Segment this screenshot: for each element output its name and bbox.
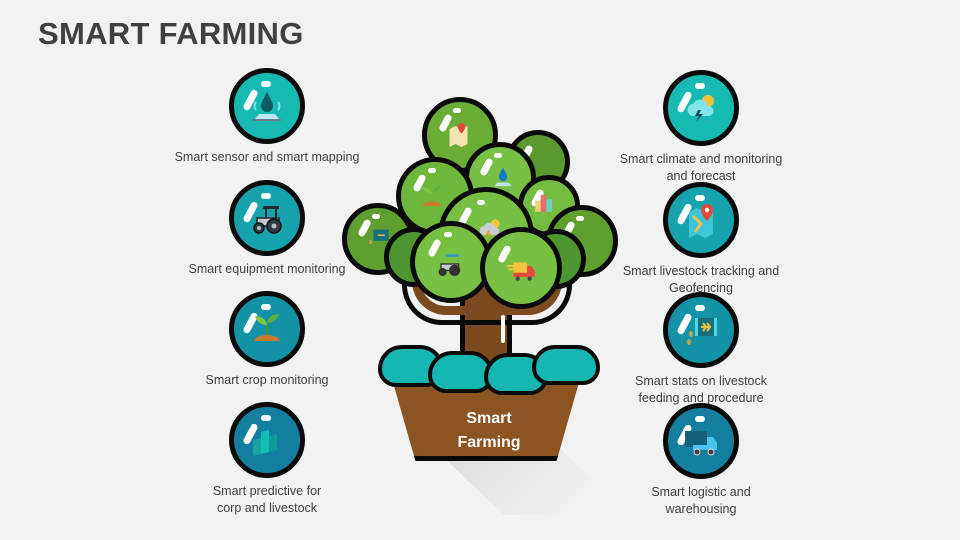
feature-bubble [229,291,305,367]
feature-label: Smart livestock tracking and Geofencing [622,264,780,295]
feature-bubble [229,180,305,256]
page-title: SMART FARMING [38,16,304,51]
feature-label: Smart equipment monitoring [188,262,346,276]
water-sensor-icon [253,92,281,121]
tractor-icon [438,254,461,276]
feature-livestock-tracking: Smart livestock tracking and Geofencing [591,182,811,297]
water-sensor-icon [494,167,512,187]
feature-label: Smart logistic and warehousing [651,485,751,516]
feature-bubble [229,402,305,478]
feature-label: Smart sensor and smart mapping [174,150,360,164]
feature-label: Smart predictive for corp and livestock [212,484,322,515]
leaf-truck [480,227,562,309]
feature-label: Smart climate and monitoring and forecas… [619,152,783,183]
feature-label: Smart stats on livestock feeding and pro… [635,374,767,405]
feature-bubble [663,182,739,258]
feature-bubble [229,68,305,144]
feature-bubble [663,292,739,368]
center-label-line1: Smart [466,410,512,427]
bar-chart-icon [535,195,552,212]
tractor-icon [253,206,282,234]
feature-logistics: Smart logistic and warehousing [591,403,811,518]
feature-climate: Smart climate and monitoring and forecas… [591,70,811,185]
feature-label: Smart crop monitoring [205,373,329,387]
weather-cloud-icon [479,219,500,240]
center-label: Smart Farming [404,407,574,455]
center-label-line2: Farming [457,434,521,451]
map-pin-icon [449,123,468,147]
delivery-truck-icon [506,262,535,281]
feature-crop: Smart crop monitoring [157,291,377,389]
weather-cloud-icon [687,95,714,122]
feature-predictive: Smart predictive for corp and livestock [157,402,377,517]
sprout-icon [254,314,280,341]
feature-bubble [663,70,739,146]
feed-sack-icon [687,318,717,345]
bar-chart-icon [253,430,277,456]
feed-sack-icon [369,229,389,245]
smart-farming-tree: Smart Farming [340,95,630,515]
sprout-icon [422,185,442,206]
feature-bubble [663,403,739,479]
delivery-truck-icon [685,431,717,456]
map-pin-icon [689,204,713,238]
feature-smart-sensor: Smart sensor and smart mapping [157,68,377,166]
feature-feeding-stats: Smart stats on livestock feeding and pro… [591,292,811,407]
feature-equipment: Smart equipment monitoring [157,180,377,278]
grass-cloud [532,345,600,385]
